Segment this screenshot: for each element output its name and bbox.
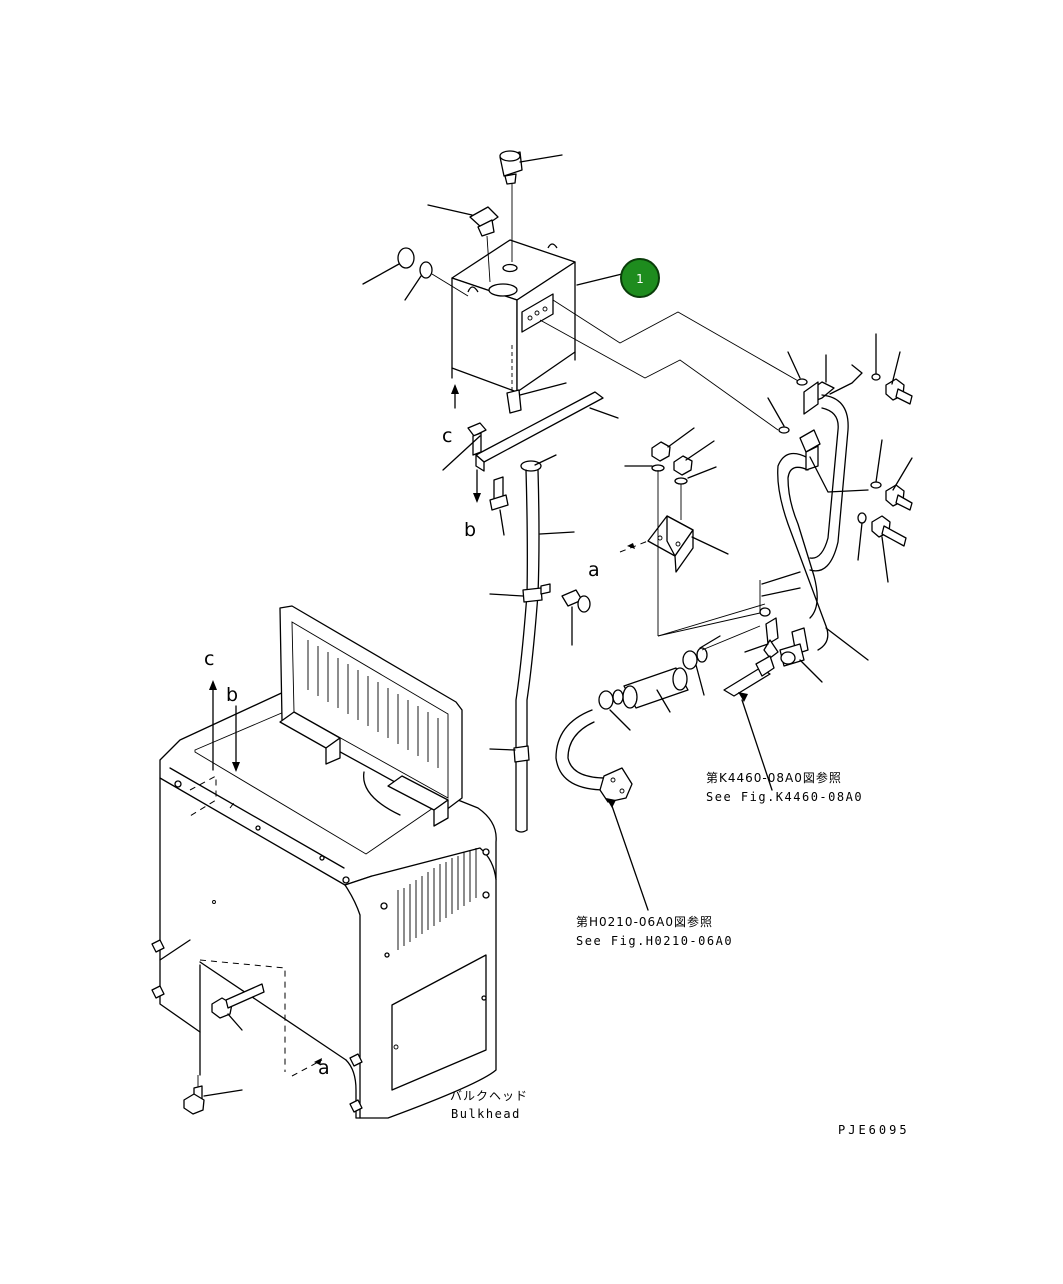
level-gauge[interactable] [362,247,469,301]
arrow-b-lower: b [226,684,240,772]
front-vents [397,848,477,950]
bracket-a[interactable]: a [588,515,729,581]
ref-k4460-jp: 第K4460-08A0図参照 [706,770,842,785]
bulkhead-frame[interactable] [151,689,497,1119]
letter-a-lower: a [318,1057,330,1079]
short-hose[interactable] [598,625,761,731]
breather-cap[interactable] [499,150,563,262]
lid-vents [307,640,439,768]
mounting-bar[interactable] [475,391,619,472]
drawing-code: PJE6095 [838,1123,910,1137]
arrow-c-lower: c [204,648,217,771]
callout-badge[interactable]: 1 [576,258,660,298]
hose-fittings[interactable]: 第K4460-08A0図参照 See Fig.K4460-08A0 [706,617,863,804]
suction-pipe[interactable]: 第H0210-06A0図参照 See Fig.H0210-06A0 [555,709,733,948]
letter-c-lower: c [204,648,214,670]
letter-b-lower: b [226,684,238,706]
bulkhead-label: バルクヘッド Bulkhead [450,1089,528,1121]
ref-k4460-en: See Fig.K4460-08A0 [706,790,863,804]
callout-circle [620,258,660,298]
letter-b-upper: b [464,519,476,541]
bolt-c[interactable]: c [442,422,487,471]
reservoir-tank[interactable] [451,239,576,403]
callout-number: 1 [636,272,644,286]
bolt-lower[interactable] [489,476,509,536]
letter-c-upper: c [442,425,452,447]
bottom-bolt[interactable] [183,1075,243,1115]
arrow-b-upper: b [464,469,481,541]
elbow-fitting[interactable] [561,589,591,646]
drain-fitting[interactable] [451,345,567,414]
bulkhead-label-en: Bulkhead [451,1107,521,1121]
bulkhead-label-jp: バルクヘッド [450,1089,528,1103]
bulkhead-lid[interactable] [279,605,463,827]
ref-h0210-jp: 第H0210-06A0図参照 [576,914,713,929]
return-pipe[interactable] [759,381,869,661]
filler-cap[interactable] [427,204,499,283]
drain-hose[interactable] [489,454,575,833]
bulkhead-bolt[interactable]: a [211,983,330,1079]
letter-a-center: a [588,559,600,581]
leader-lines-gauge [539,299,808,434]
pipe-bolts[interactable] [825,333,913,583]
bracket-nuts[interactable] [624,427,766,637]
ref-h0210-en: See Fig.H0210-06A0 [576,934,733,948]
